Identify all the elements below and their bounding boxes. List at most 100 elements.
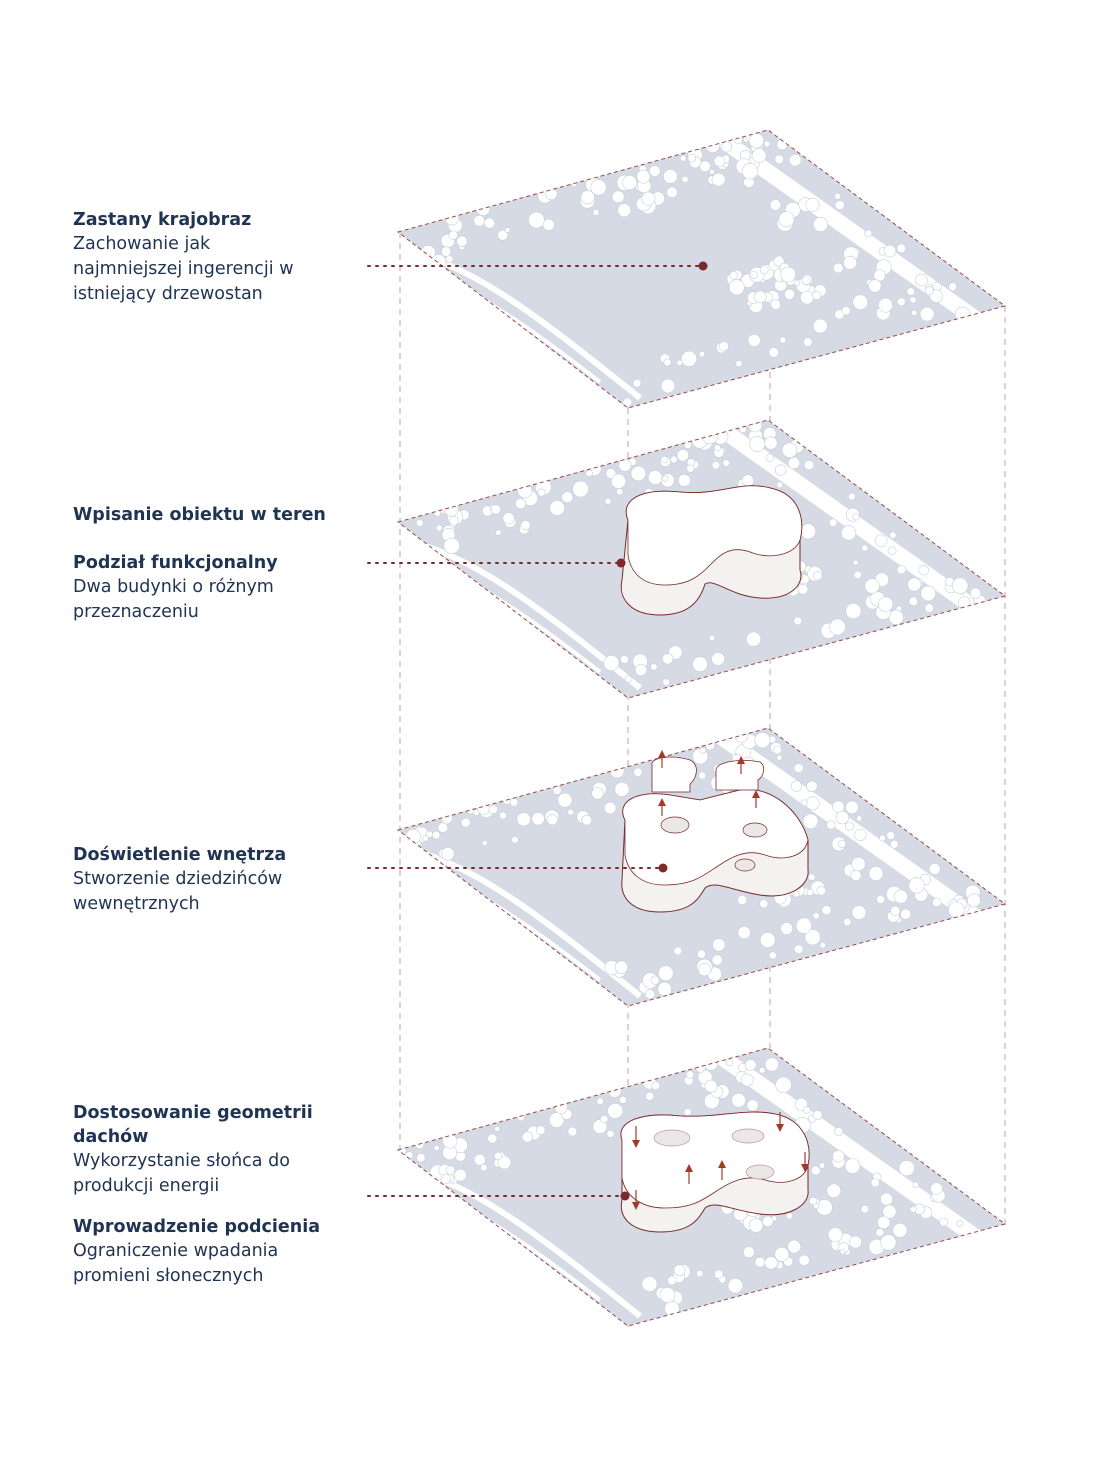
tree-canopy: [440, 1174, 451, 1185]
tree-canopy: [797, 583, 809, 595]
tree-canopy: [834, 1127, 844, 1136]
step-1-body-2: najmniejszej ingerencji w: [73, 259, 294, 279]
tree-canopy: [812, 571, 823, 581]
tree-canopy: [483, 217, 496, 229]
tree-canopy: [852, 294, 869, 311]
tree-canopy: [787, 1239, 802, 1254]
tree-canopy: [807, 873, 816, 881]
tree-canopy: [849, 1235, 862, 1249]
tree-canopy: [633, 767, 643, 777]
tree-canopy: [497, 1155, 512, 1170]
tree-canopy: [549, 500, 566, 516]
tree-canopy: [844, 1158, 861, 1174]
tree-canopy: [622, 397, 633, 408]
tree-canopy: [663, 169, 678, 184]
tree-canopy: [776, 754, 783, 761]
tree-canopy: [744, 1059, 757, 1071]
tree-canopy: [819, 941, 827, 949]
tree-canopy: [444, 502, 459, 517]
tree-canopy: [683, 1108, 692, 1116]
tree-canopy: [677, 473, 691, 487]
tree-canopy: [650, 663, 658, 671]
tree-canopy: [581, 814, 593, 826]
tree-canopy: [816, 885, 827, 896]
tree-canopy: [448, 230, 458, 240]
tree-canopy: [749, 435, 766, 452]
tree-canopy: [405, 1151, 414, 1160]
tree-canopy: [787, 456, 801, 470]
tree-canopy: [698, 351, 705, 358]
tree-canopy: [713, 155, 726, 168]
tree-canopy: [932, 897, 942, 908]
tree-canopy: [488, 804, 498, 814]
tree-canopy: [851, 905, 867, 920]
tree-canopy: [697, 962, 712, 977]
tree-canopy: [774, 1246, 790, 1262]
tree-canopy: [812, 216, 829, 232]
tree-canopy: [718, 341, 729, 352]
tree-canopy: [826, 820, 836, 830]
tree-canopy: [746, 631, 762, 647]
tree-canopy: [487, 1133, 498, 1144]
tree-canopy: [740, 1073, 754, 1087]
tree-canopy: [770, 299, 782, 310]
building-mass: [620, 485, 803, 616]
tree-canopy: [843, 255, 857, 270]
tree-canopy: [709, 168, 715, 175]
tree-canopy: [844, 821, 854, 831]
tree-canopy: [832, 1150, 845, 1163]
tree-canopy: [619, 1095, 627, 1104]
tree-canopy: [454, 1168, 467, 1182]
tree-canopy: [827, 1227, 843, 1243]
tree-canopy: [915, 273, 928, 287]
tree-canopy: [432, 830, 441, 840]
tree-canopy: [876, 895, 885, 904]
tree-canopy: [659, 1287, 676, 1303]
tree-canopy: [768, 347, 780, 358]
tree-canopy: [887, 546, 897, 556]
tree-canopy: [666, 186, 678, 199]
tree-canopy: [754, 732, 771, 749]
tree-canopy: [571, 181, 578, 187]
label-step-2: Wpisanie obiektu w teren Podział funkcjo…: [73, 503, 373, 625]
tree-canopy: [908, 877, 925, 894]
tree-canopy: [798, 1254, 810, 1267]
tree-canopy: [748, 132, 765, 149]
tree-canopy: [737, 925, 751, 940]
tree-canopy: [712, 938, 726, 952]
tree-canopy: [896, 297, 906, 307]
tree-canopy: [490, 504, 502, 515]
tree-canopy: [681, 175, 689, 183]
tree-canopy: [790, 780, 803, 792]
tree-canopy: [854, 828, 867, 842]
tree-canopy: [878, 297, 893, 313]
step-2-title: Wpisanie obiektu w teren: [73, 505, 326, 525]
tree-canopy: [829, 618, 846, 636]
tree-canopy: [764, 1256, 778, 1270]
tree-canopy: [928, 863, 941, 875]
tree-canopy: [801, 275, 811, 285]
tree-canopy: [877, 596, 894, 612]
tree-canopy: [788, 154, 802, 167]
tree-canopy: [880, 1192, 893, 1206]
tree-canopy: [636, 169, 651, 184]
tree-canopy: [951, 577, 969, 594]
step-4-body-2: produkcji energii: [73, 1176, 220, 1196]
tree-canopy: [780, 922, 793, 935]
tree-canopy: [759, 265, 769, 275]
tree-canopy: [759, 932, 776, 948]
tree-canopy: [606, 1129, 615, 1138]
tree-canopy: [834, 192, 841, 200]
tree-canopy: [509, 797, 519, 807]
tree-canopy: [805, 796, 820, 811]
tree-canopy: [698, 771, 707, 780]
tree-canopy: [667, 1275, 677, 1286]
tree-canopy: [805, 197, 820, 212]
tree-canopy: [906, 287, 915, 296]
tree-canopy: [776, 481, 784, 489]
tree-canopy: [741, 474, 755, 487]
tree-canopy: [969, 587, 982, 599]
leader-lines: [367, 265, 701, 1197]
tree-canopy: [704, 1079, 718, 1093]
tree-canopy: [618, 458, 632, 472]
